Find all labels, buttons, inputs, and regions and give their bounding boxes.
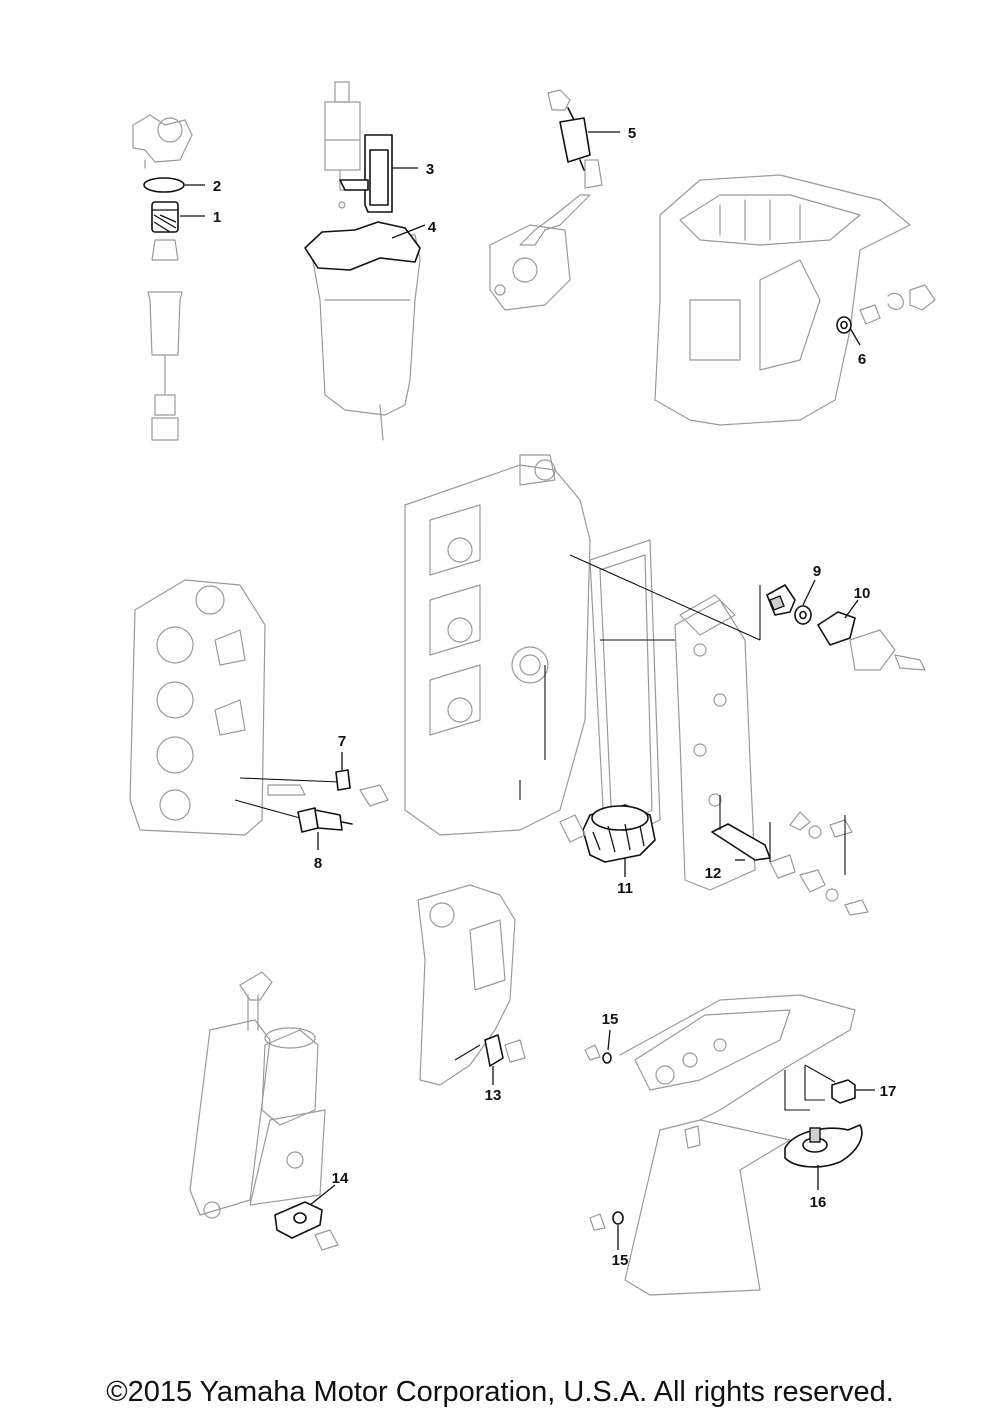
callout-6: 6 [858, 351, 866, 368]
part-3-filter-screen [339, 134, 393, 213]
exploded-parts-diagram: 2 1 3 4 5 6 7 8 9 10 11 12 13 14 15 15 1… [129, 81, 936, 1296]
part-15-washer-top [602, 1052, 612, 1064]
vapor-separator-assembly [304, 81, 421, 441]
part-11-oil-filter [559, 804, 656, 863]
callout-9: 9 [813, 563, 821, 580]
part-14-plate [274, 1201, 323, 1239]
callout-5: 5 [628, 125, 636, 142]
trim-tilt-assembly [189, 971, 339, 1251]
bracket-assembly [417, 884, 526, 1086]
callout-15-bottom: 15 [612, 1252, 629, 1269]
part-4-gasket [304, 221, 421, 271]
copyright-notice: ©2015 Yamaha Motor Corporation, U.S.A. A… [106, 1376, 894, 1408]
part-9-thermostat [766, 584, 812, 625]
callout-8: 8 [314, 855, 322, 872]
part-5-inline-filter [559, 107, 591, 171]
callout-1: 1 [213, 209, 221, 226]
callout-4: 4 [428, 219, 437, 236]
part-17-anode-block [831, 1079, 856, 1104]
callout-labels: 2 1 3 4 5 6 7 8 9 10 11 12 13 14 15 15 1… [213, 125, 897, 1269]
callout-11: 11 [617, 880, 633, 897]
callout-17: 17 [880, 1083, 897, 1100]
part-1-filter-element [151, 201, 179, 233]
callout-leaders [180, 131, 875, 1250]
callout-16: 16 [810, 1194, 827, 1211]
callout-7: 7 [338, 733, 346, 750]
part-8-spark-plug [297, 807, 353, 833]
part-12-sensor [711, 823, 771, 861]
fuel-strainer-assembly [489, 89, 603, 311]
callout-14: 14 [332, 1170, 349, 1187]
callout-2: 2 [213, 178, 221, 195]
part-13-grommet [484, 1034, 504, 1067]
fuel-filter-assembly [132, 114, 193, 441]
part-15-washer-bottom [612, 1211, 624, 1225]
callout-3: 3 [426, 161, 434, 178]
callout-10: 10 [854, 585, 871, 602]
callout-12: 12 [705, 865, 722, 882]
bottom-cowling-assembly [654, 174, 936, 426]
callout-13: 13 [485, 1087, 502, 1104]
lower-unit-assembly [584, 994, 863, 1296]
cylinder-block-assembly [404, 454, 926, 916]
part-10-thermostat-gasket [817, 611, 856, 646]
part-2-o-ring [143, 177, 185, 193]
part-7-collar [335, 769, 351, 791]
part-16-anode [784, 1124, 863, 1168]
callout-15-top: 15 [602, 1011, 619, 1028]
cylinder-head-assembly [129, 579, 389, 836]
